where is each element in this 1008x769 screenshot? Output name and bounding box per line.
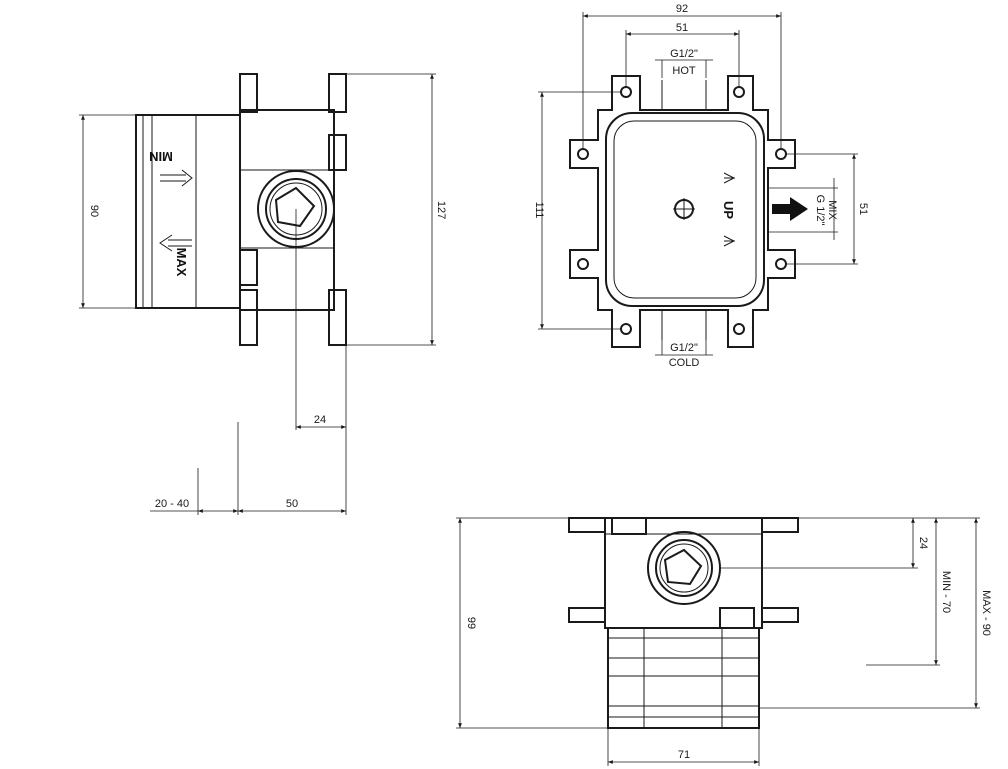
hot-label: HOT <box>672 65 696 77</box>
cold-label: COLD <box>669 357 700 369</box>
dim-side-height: 90 <box>88 205 100 217</box>
dim-bottom-max: MAX - 90 <box>980 590 992 636</box>
dim-side-range: 20 - 40 <box>155 498 189 510</box>
up-arrow-icon <box>723 235 736 247</box>
dim-bottom-width: 71 <box>678 749 690 761</box>
dim-front-side: 51 <box>857 203 869 215</box>
dim-bottom-height: 99 <box>465 617 477 629</box>
mix-label: MIX <box>826 200 838 220</box>
cold-thread: G1/2" <box>670 342 698 354</box>
flow-arrow-icon <box>772 197 808 221</box>
max-arrow-icon <box>159 234 192 252</box>
dim-side-offset: 24 <box>314 414 326 426</box>
side-view: MIN MAX 90 127 24 20 - 40 50 <box>79 73 447 515</box>
mix-thread: G 1/2" <box>814 195 826 226</box>
up-label: UP <box>721 201 736 219</box>
hot-thread: G1/2" <box>670 48 698 60</box>
dim-front-width: 92 <box>676 3 688 15</box>
dim-front-height: 111 <box>533 202 545 219</box>
dim-bottom-offset: 24 <box>917 537 929 549</box>
dim-bottom-min: MIN - 70 <box>940 571 952 613</box>
dim-front-inner-width: 51 <box>676 22 688 34</box>
front-view: UP 92 51 G1/2" HOT G1/2" COLD 111 <box>533 3 869 369</box>
min-label: MIN <box>149 149 173 164</box>
bottom-view: 99 24 MIN - 70 MAX - 90 71 <box>456 517 992 766</box>
min-arrow-icon <box>160 169 193 187</box>
dim-side-depth: 50 <box>286 498 298 510</box>
up-arrow-icon <box>723 172 736 184</box>
dim-side-total: 127 <box>435 201 447 219</box>
max-label: MAX <box>174 248 189 277</box>
